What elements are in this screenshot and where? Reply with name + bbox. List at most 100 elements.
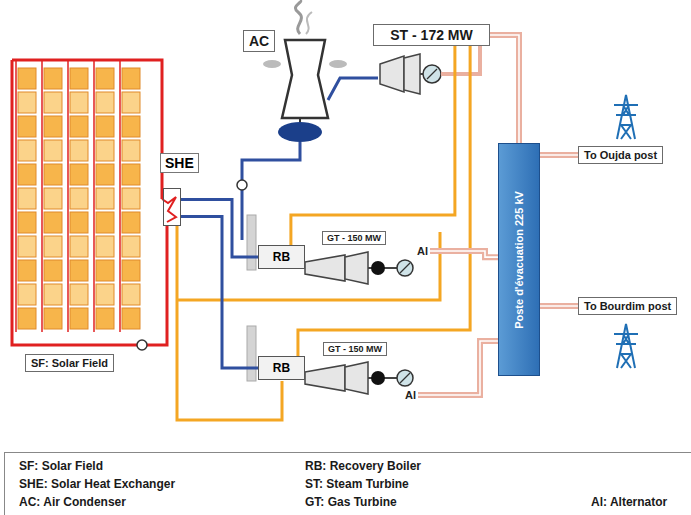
collector-segment [44, 212, 62, 233]
collector-segment [70, 92, 88, 113]
collector-segment [96, 164, 114, 185]
condenser-tower [282, 40, 328, 118]
collector-segment [18, 308, 36, 329]
collector-segment [122, 164, 140, 185]
heat-exchanger: SHE [163, 188, 181, 226]
pipe-connector [540, 155, 578, 156]
alternator-label: Al [415, 244, 430, 258]
fan-blade [263, 60, 281, 68]
collector-segment [70, 308, 88, 329]
field-label-box: SF: Solar Field [25, 354, 114, 372]
collector-segment [122, 68, 140, 89]
node-text: GT - 150 MW [327, 233, 381, 243]
boiler-stack [247, 326, 256, 381]
collector-segment [96, 308, 114, 329]
collector-segment [70, 116, 88, 137]
collector-segment [18, 260, 36, 281]
collector-segment [70, 68, 88, 89]
recovery-boiler: RB [258, 356, 305, 380]
node-text: Poste d'évacuation 225 kV [513, 191, 525, 329]
node-text: Al [417, 245, 428, 257]
alternator-label: Al [403, 388, 418, 402]
collector-segment [122, 188, 140, 209]
solar-field [16, 60, 140, 332]
node-text: ST - 172 MW [379, 27, 484, 43]
pump-symbol [137, 340, 147, 350]
collector-segment [70, 236, 88, 257]
collector-segment [70, 140, 88, 161]
collector-pipe [41, 60, 43, 332]
collector-segment [122, 236, 140, 257]
collector-segment [96, 188, 114, 209]
condensate-tank [278, 122, 322, 142]
boiler-stack [247, 215, 256, 270]
pipe-connector [490, 35, 519, 143]
collector-segment [96, 140, 114, 161]
collector-segment [122, 92, 140, 113]
node-text: Al [405, 389, 416, 401]
node-text: SF: Solar Field [31, 357, 108, 369]
collector-segment [18, 212, 36, 233]
collector-segment [18, 116, 36, 137]
collector-segment [96, 116, 114, 137]
heat-exchanger-coil [162, 197, 176, 222]
node-text: AC [249, 33, 269, 49]
legend-entry: SHE: Solar Heat Exchanger [19, 477, 175, 491]
pipe-connector [298, 46, 470, 356]
legend-entry: SF: Solar Field [19, 459, 103, 473]
vapour-plume [295, 0, 301, 34]
alternator-symbol [423, 65, 441, 83]
collector-segment [18, 92, 36, 113]
collector-segment [96, 212, 114, 233]
pipe-connector [181, 199, 258, 257]
collector-segment [44, 92, 62, 113]
legend-entry: RB: Recovery Boiler [305, 459, 421, 473]
equipment-tag: GT - 150 MW [322, 231, 386, 245]
pipe-connector [181, 217, 258, 369]
recovery-boiler: RB [258, 245, 305, 269]
pump-symbol [237, 180, 247, 190]
collector-segment [44, 188, 62, 209]
node-text: RB [273, 250, 290, 264]
steam-exhaust-pipe [328, 78, 378, 100]
collector-segment [18, 284, 36, 305]
fan-blade [329, 60, 347, 68]
collector-segment [44, 116, 62, 137]
gas-turbine-set [305, 362, 413, 394]
legend-entry: AC: Air Condenser [19, 495, 126, 509]
collector-segment [18, 236, 36, 257]
collector-segment [70, 212, 88, 233]
node-text: GT - 150 MW [328, 344, 382, 354]
node-text: RB [273, 361, 290, 375]
feedwater-pipe [177, 226, 440, 420]
collector-segment [96, 92, 114, 113]
equipment-tag: ST - 172 MW [373, 24, 490, 46]
collector-segment [122, 140, 140, 161]
collector-pipe [67, 60, 69, 332]
collector-segment [122, 260, 140, 281]
collector-segment [18, 140, 36, 161]
grid-post-box: To Oujda post [578, 146, 663, 164]
legend-box: SF: Solar FieldSHE: Solar Heat Exchanger… [4, 452, 691, 515]
legend-entry: ST: Steam Turbine [305, 477, 409, 491]
collector-segment [18, 164, 36, 185]
pylon-icon [614, 95, 638, 139]
collector-segment [122, 116, 140, 137]
legend-entry: Al: Alternator [591, 495, 667, 509]
gas-turbine-set [305, 252, 413, 284]
collector-segment [44, 308, 62, 329]
node-text: To Bourdim post [584, 300, 671, 312]
collector-pipe [93, 60, 95, 332]
vapour-plume [306, 12, 312, 34]
collector-segment [96, 68, 114, 89]
collector-segment [70, 188, 88, 209]
collector-segment [96, 284, 114, 305]
grid-post-box: To Bourdim post [578, 297, 677, 315]
collector-segment [96, 236, 114, 257]
pipe-connector [430, 251, 498, 257]
equipment-tag: AC [243, 30, 275, 52]
collector-segment [96, 260, 114, 281]
collector-segment [44, 236, 62, 257]
